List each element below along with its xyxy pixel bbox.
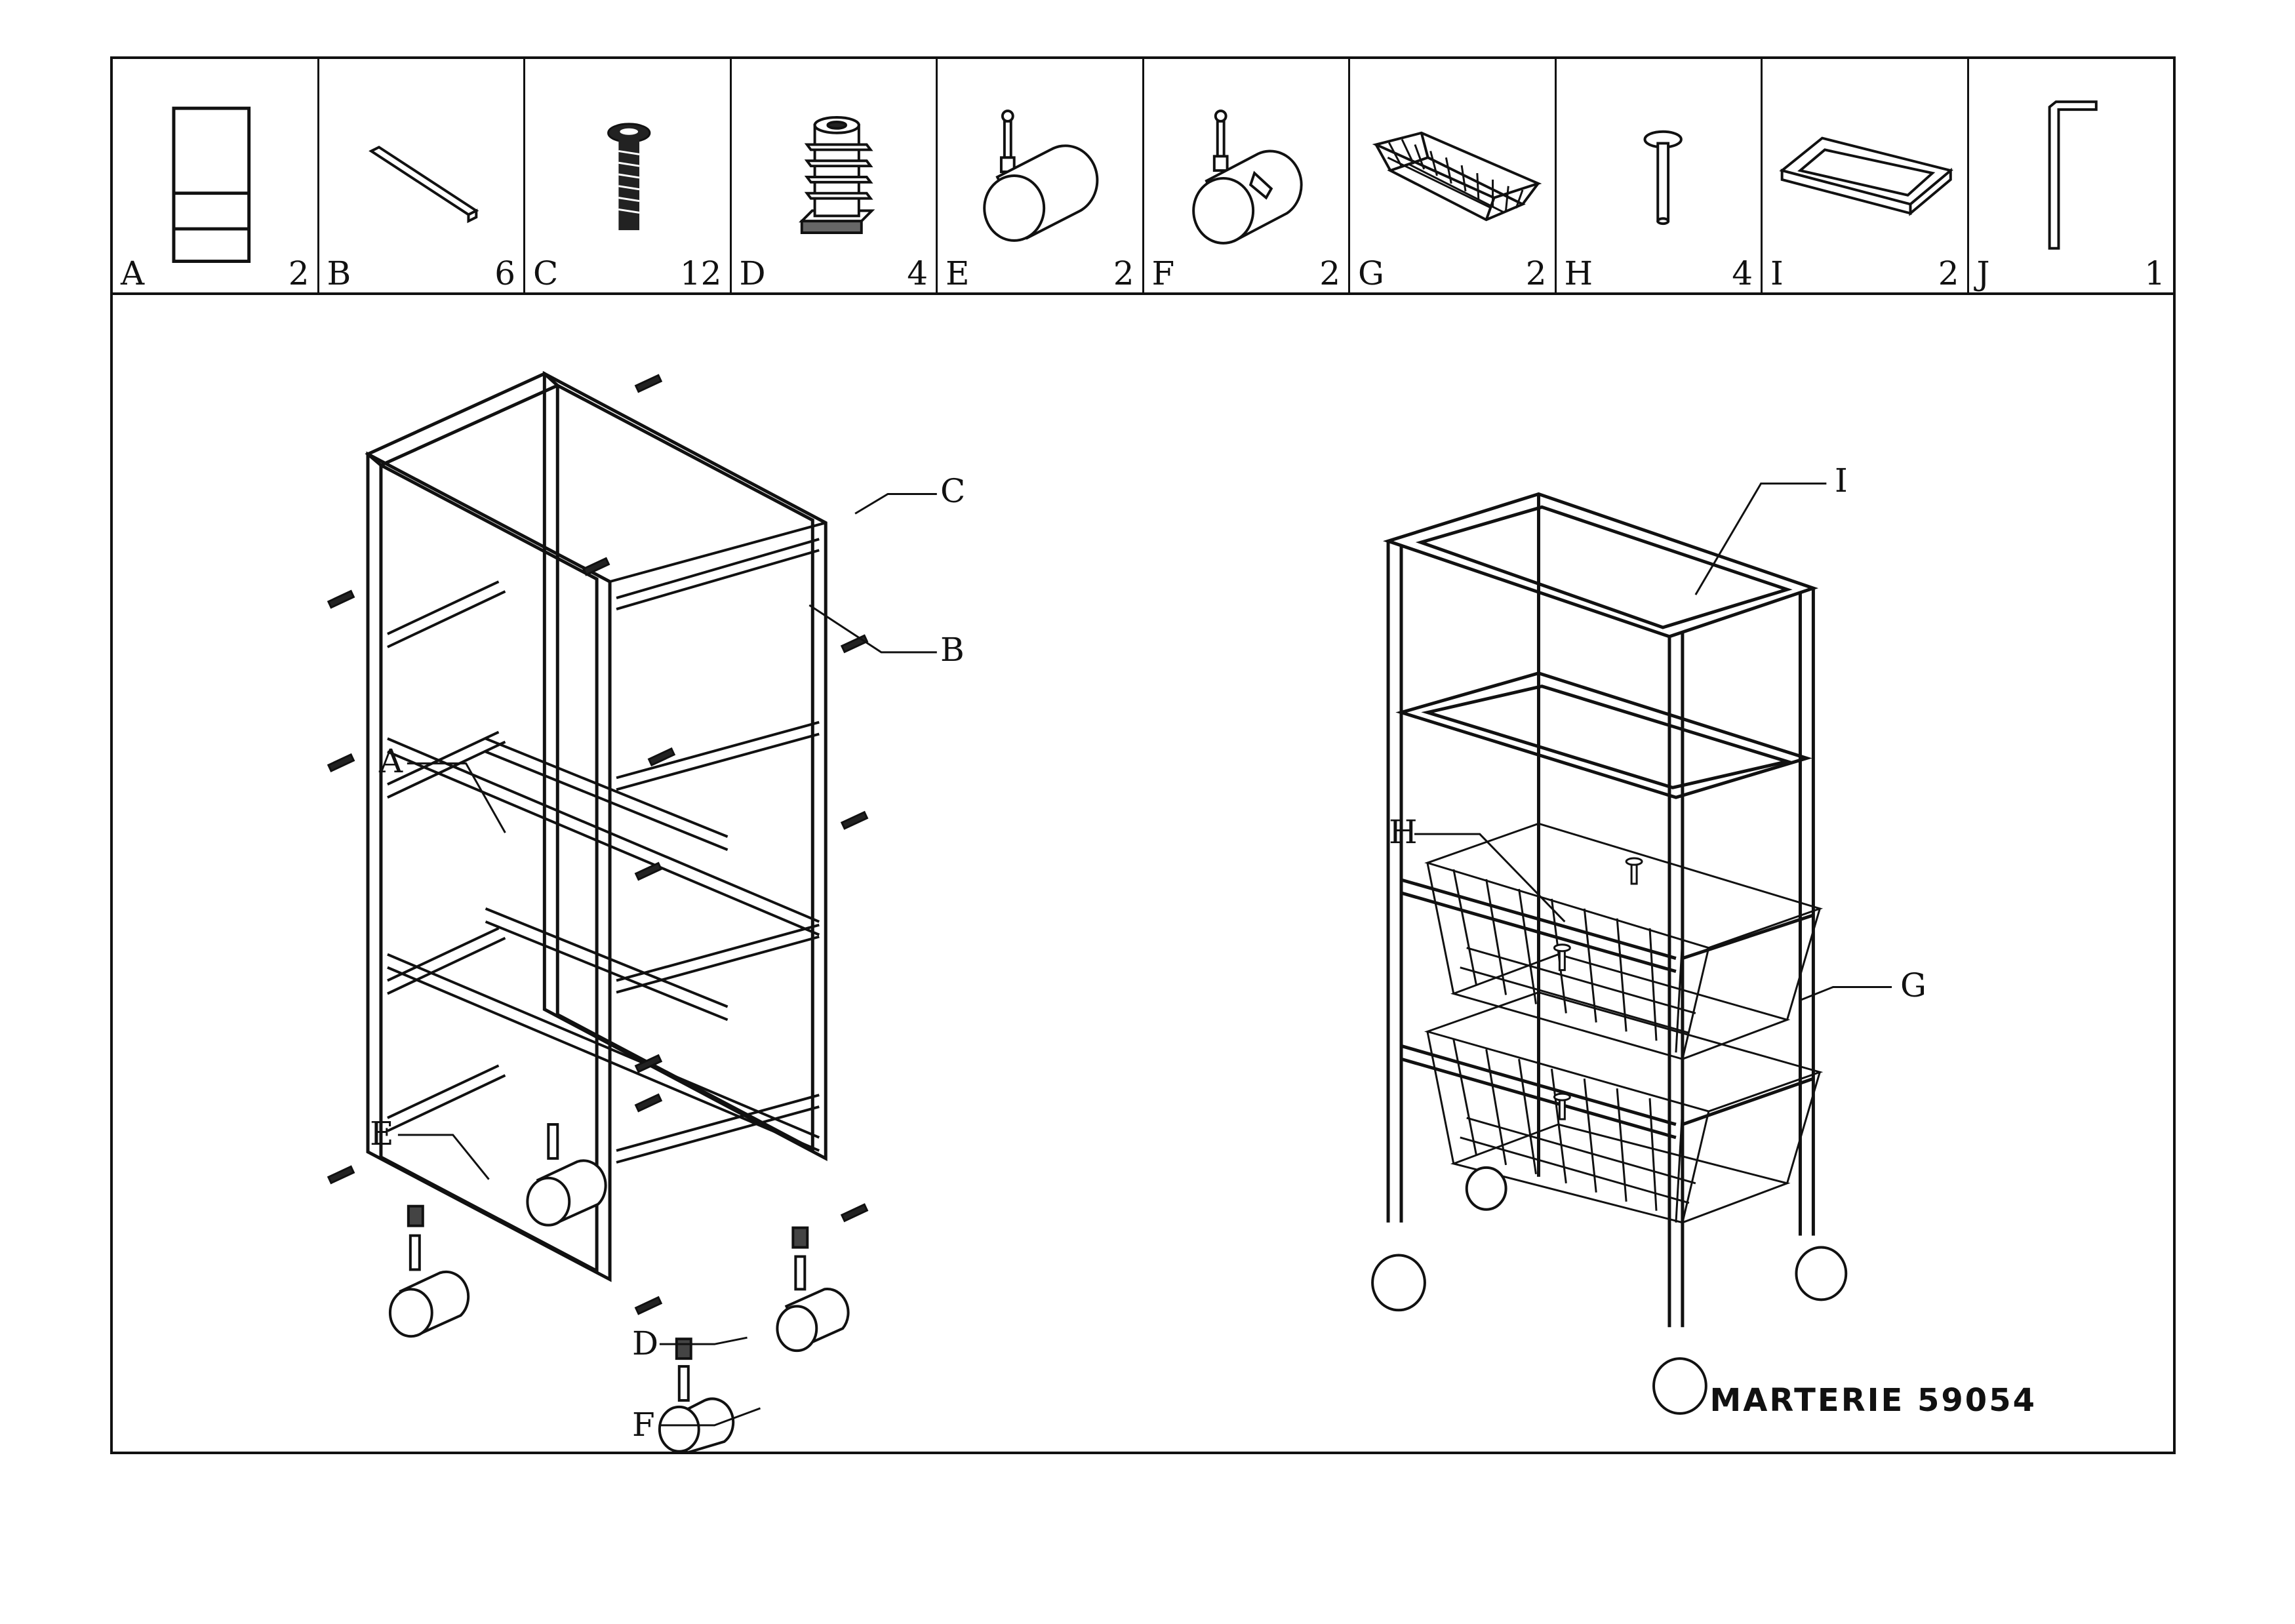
callout-leader-lines [397, 483, 1892, 1427]
part-letter: B [327, 254, 351, 292]
wire-baskets-drawing [1424, 822, 1824, 1224]
callout-label-b: B [940, 631, 965, 669]
callout-label-a: A [379, 742, 403, 780]
part-cell-b: B 6 [319, 59, 525, 292]
part-quantity: 6 [494, 254, 515, 292]
callout-label-g: G [1900, 966, 1926, 1004]
crossbar-icon [368, 146, 479, 224]
threaded-insert-icon [798, 116, 875, 234]
part-quantity: 2 [1319, 254, 1340, 292]
locking-caster-icon [1191, 109, 1303, 245]
callout-label-h: H [1389, 813, 1418, 851]
part-cell-g: G 2 [1350, 59, 1557, 292]
part-cell-d: D 4 [732, 59, 938, 292]
assembled-cart-drawing [1383, 492, 1819, 1328]
part-quantity: 12 [679, 254, 722, 292]
side-frame-icon [172, 106, 251, 264]
part-quantity: 2 [288, 254, 309, 292]
casters-drawing [388, 1123, 850, 1454]
part-cell-a: A 2 [113, 59, 319, 292]
part-letter: E [946, 254, 970, 292]
part-cell-j: J 1 [1969, 59, 2174, 292]
part-letter: G [1358, 254, 1384, 292]
part-cell-c: C 12 [525, 59, 732, 292]
part-quantity: 1 [2144, 254, 2165, 292]
tray-icon [1779, 136, 1954, 216]
part-quantity: 2 [1525, 254, 1547, 292]
part-cell-i: I 2 [1763, 59, 1969, 292]
part-letter: I [1770, 254, 1784, 292]
part-letter: F [1151, 254, 1175, 292]
pin-icon [1643, 130, 1683, 226]
part-letter: D [739, 254, 766, 292]
exploded-frame-drawing [365, 370, 828, 1282]
part-letter: H [1564, 254, 1593, 292]
part-letter: J [1976, 254, 1990, 292]
part-quantity: 4 [1732, 254, 1753, 292]
caster-wheel-icon [983, 109, 1099, 242]
pins-drawing [1553, 857, 1643, 1120]
wire-basket-icon [1372, 131, 1542, 222]
instruction-sheet: A 2 B 6 [110, 56, 2176, 1454]
callout-label-i: I [1835, 462, 1848, 500]
callout-label-e: E [370, 1115, 394, 1153]
assembly-drawing [327, 370, 1892, 1454]
assembly-area: C B A E D F I H G MARTERIE 59054 [113, 292, 2173, 1454]
allen-key-icon [2048, 100, 2098, 250]
callout-label-f: F [632, 1406, 655, 1444]
bolts-drawing [327, 374, 869, 1315]
part-cell-e: E 2 [938, 59, 1144, 292]
bolt-icon [607, 123, 651, 231]
part-quantity: 4 [907, 254, 928, 292]
part-cell-f: F 2 [1144, 59, 1350, 292]
callout-label-d: D [632, 1324, 659, 1362]
cart-wheels-drawing [1371, 1166, 1848, 1415]
parts-list-row: A 2 B 6 [113, 59, 2173, 295]
model-code: MARTERIE 59054 [1709, 1382, 2037, 1419]
part-cell-h: H 4 [1557, 59, 1763, 292]
callout-label-c: C [940, 472, 966, 510]
part-quantity: 2 [1938, 254, 1959, 292]
part-letter: C [533, 254, 559, 292]
part-letter: A [121, 254, 145, 292]
part-quantity: 2 [1113, 254, 1134, 292]
